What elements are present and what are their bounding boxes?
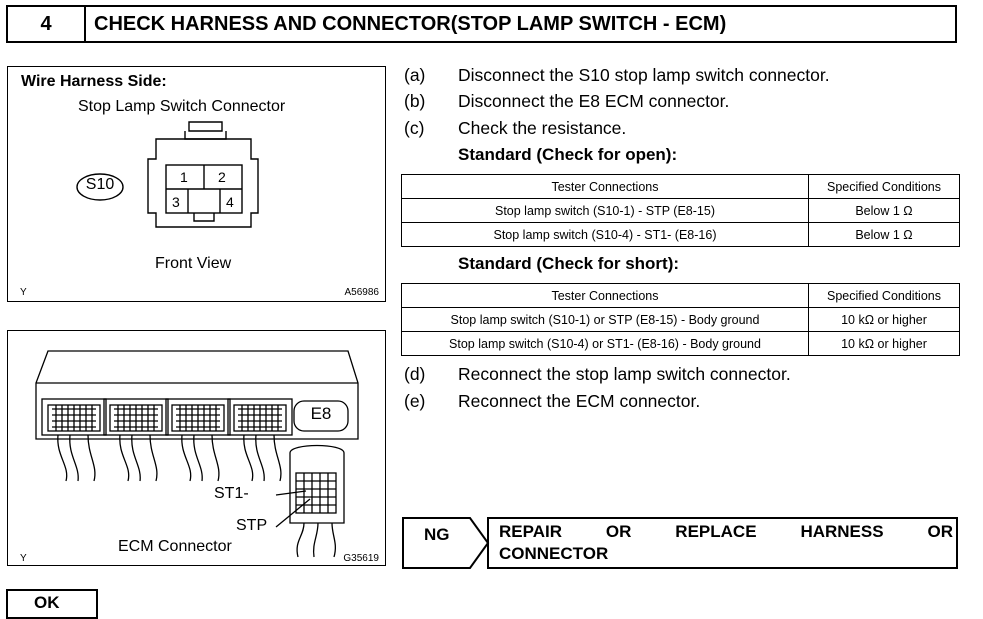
table-check-open: Tester Connections Specified Conditions … — [401, 174, 960, 247]
standard-short-heading: Standard (Check for short): — [458, 254, 680, 273]
step-b: (b)Disconnect the E8 ECM connector. — [404, 91, 730, 111]
table-header-row: Tester Connections Specified Conditions — [401, 174, 960, 199]
ng-action-box: REPAIR OR REPLACE HARNESS OR CONNECTOR — [487, 517, 958, 569]
table-row: Stop lamp switch (S10-1) - STP (E8-15) B… — [401, 198, 960, 223]
figure-code-2: G35619 — [343, 553, 379, 564]
st1-label: ST1- — [214, 485, 249, 502]
step-e: (e)Reconnect the ECM connector. — [404, 391, 701, 411]
corner-mark: Y — [20, 287, 27, 298]
view-label: Front View — [155, 255, 232, 272]
standard-open-heading: Standard (Check for open): — [458, 145, 678, 164]
table-row: Stop lamp switch (S10-1) or STP (E8-15) … — [401, 307, 960, 332]
pin-2: 2 — [218, 169, 226, 185]
pin-1: 1 — [180, 169, 188, 185]
step-header: 4 CHECK HARNESS AND CONNECTOR(STOP LAMP … — [6, 5, 957, 43]
step-number: 4 — [8, 7, 86, 41]
connector-id: S10 — [85, 176, 115, 193]
ecm-badge: E8 — [310, 404, 332, 423]
step-d: (d)Reconnect the stop lamp switch connec… — [404, 364, 791, 384]
connector-title: Stop Lamp Switch Connector — [78, 98, 286, 115]
pin-3: 3 — [172, 194, 180, 210]
ecm-drawing — [35, 350, 359, 558]
ng-arrow-shape — [402, 517, 490, 569]
ng-action-line1: REPAIR OR REPLACE HARNESS OR — [499, 522, 953, 541]
table-row: Stop lamp switch (S10-4) or ST1- (E8-16)… — [401, 331, 960, 356]
figure-code: A56986 — [344, 287, 379, 298]
connector-drawing — [76, 121, 259, 228]
wire-harness-side-label: Wire Harness Side: — [21, 73, 167, 90]
ng-badge: NG — [424, 525, 450, 544]
ok-badge: OK — [34, 593, 60, 612]
step-a: (a)Disconnect the S10 stop lamp switch c… — [404, 65, 830, 85]
figure-ecm-connector: E8 ST1- STP ECM Connector Y G35619 — [7, 330, 386, 566]
ok-badge-box: OK — [6, 589, 98, 619]
table-header-row: Tester Connections Specified Conditions — [401, 283, 960, 308]
step-title: CHECK HARNESS AND CONNECTOR(STOP LAMP SW… — [94, 12, 727, 35]
corner-mark-2: Y — [20, 553, 27, 564]
pin-4: 4 — [226, 194, 234, 210]
figure-stop-lamp-connector: Wire Harness Side: Stop Lamp Switch Conn… — [7, 66, 386, 302]
ecm-caption: ECM Connector — [118, 538, 232, 555]
stp-label: STP — [236, 517, 268, 534]
table-check-short: Tester Connections Specified Conditions … — [401, 283, 960, 356]
ng-action-line2: CONNECTOR — [499, 544, 609, 563]
table-row: Stop lamp switch (S10-4) - ST1- (E8-16) … — [401, 222, 960, 247]
step-c: (c)Check the resistance. — [404, 118, 627, 138]
